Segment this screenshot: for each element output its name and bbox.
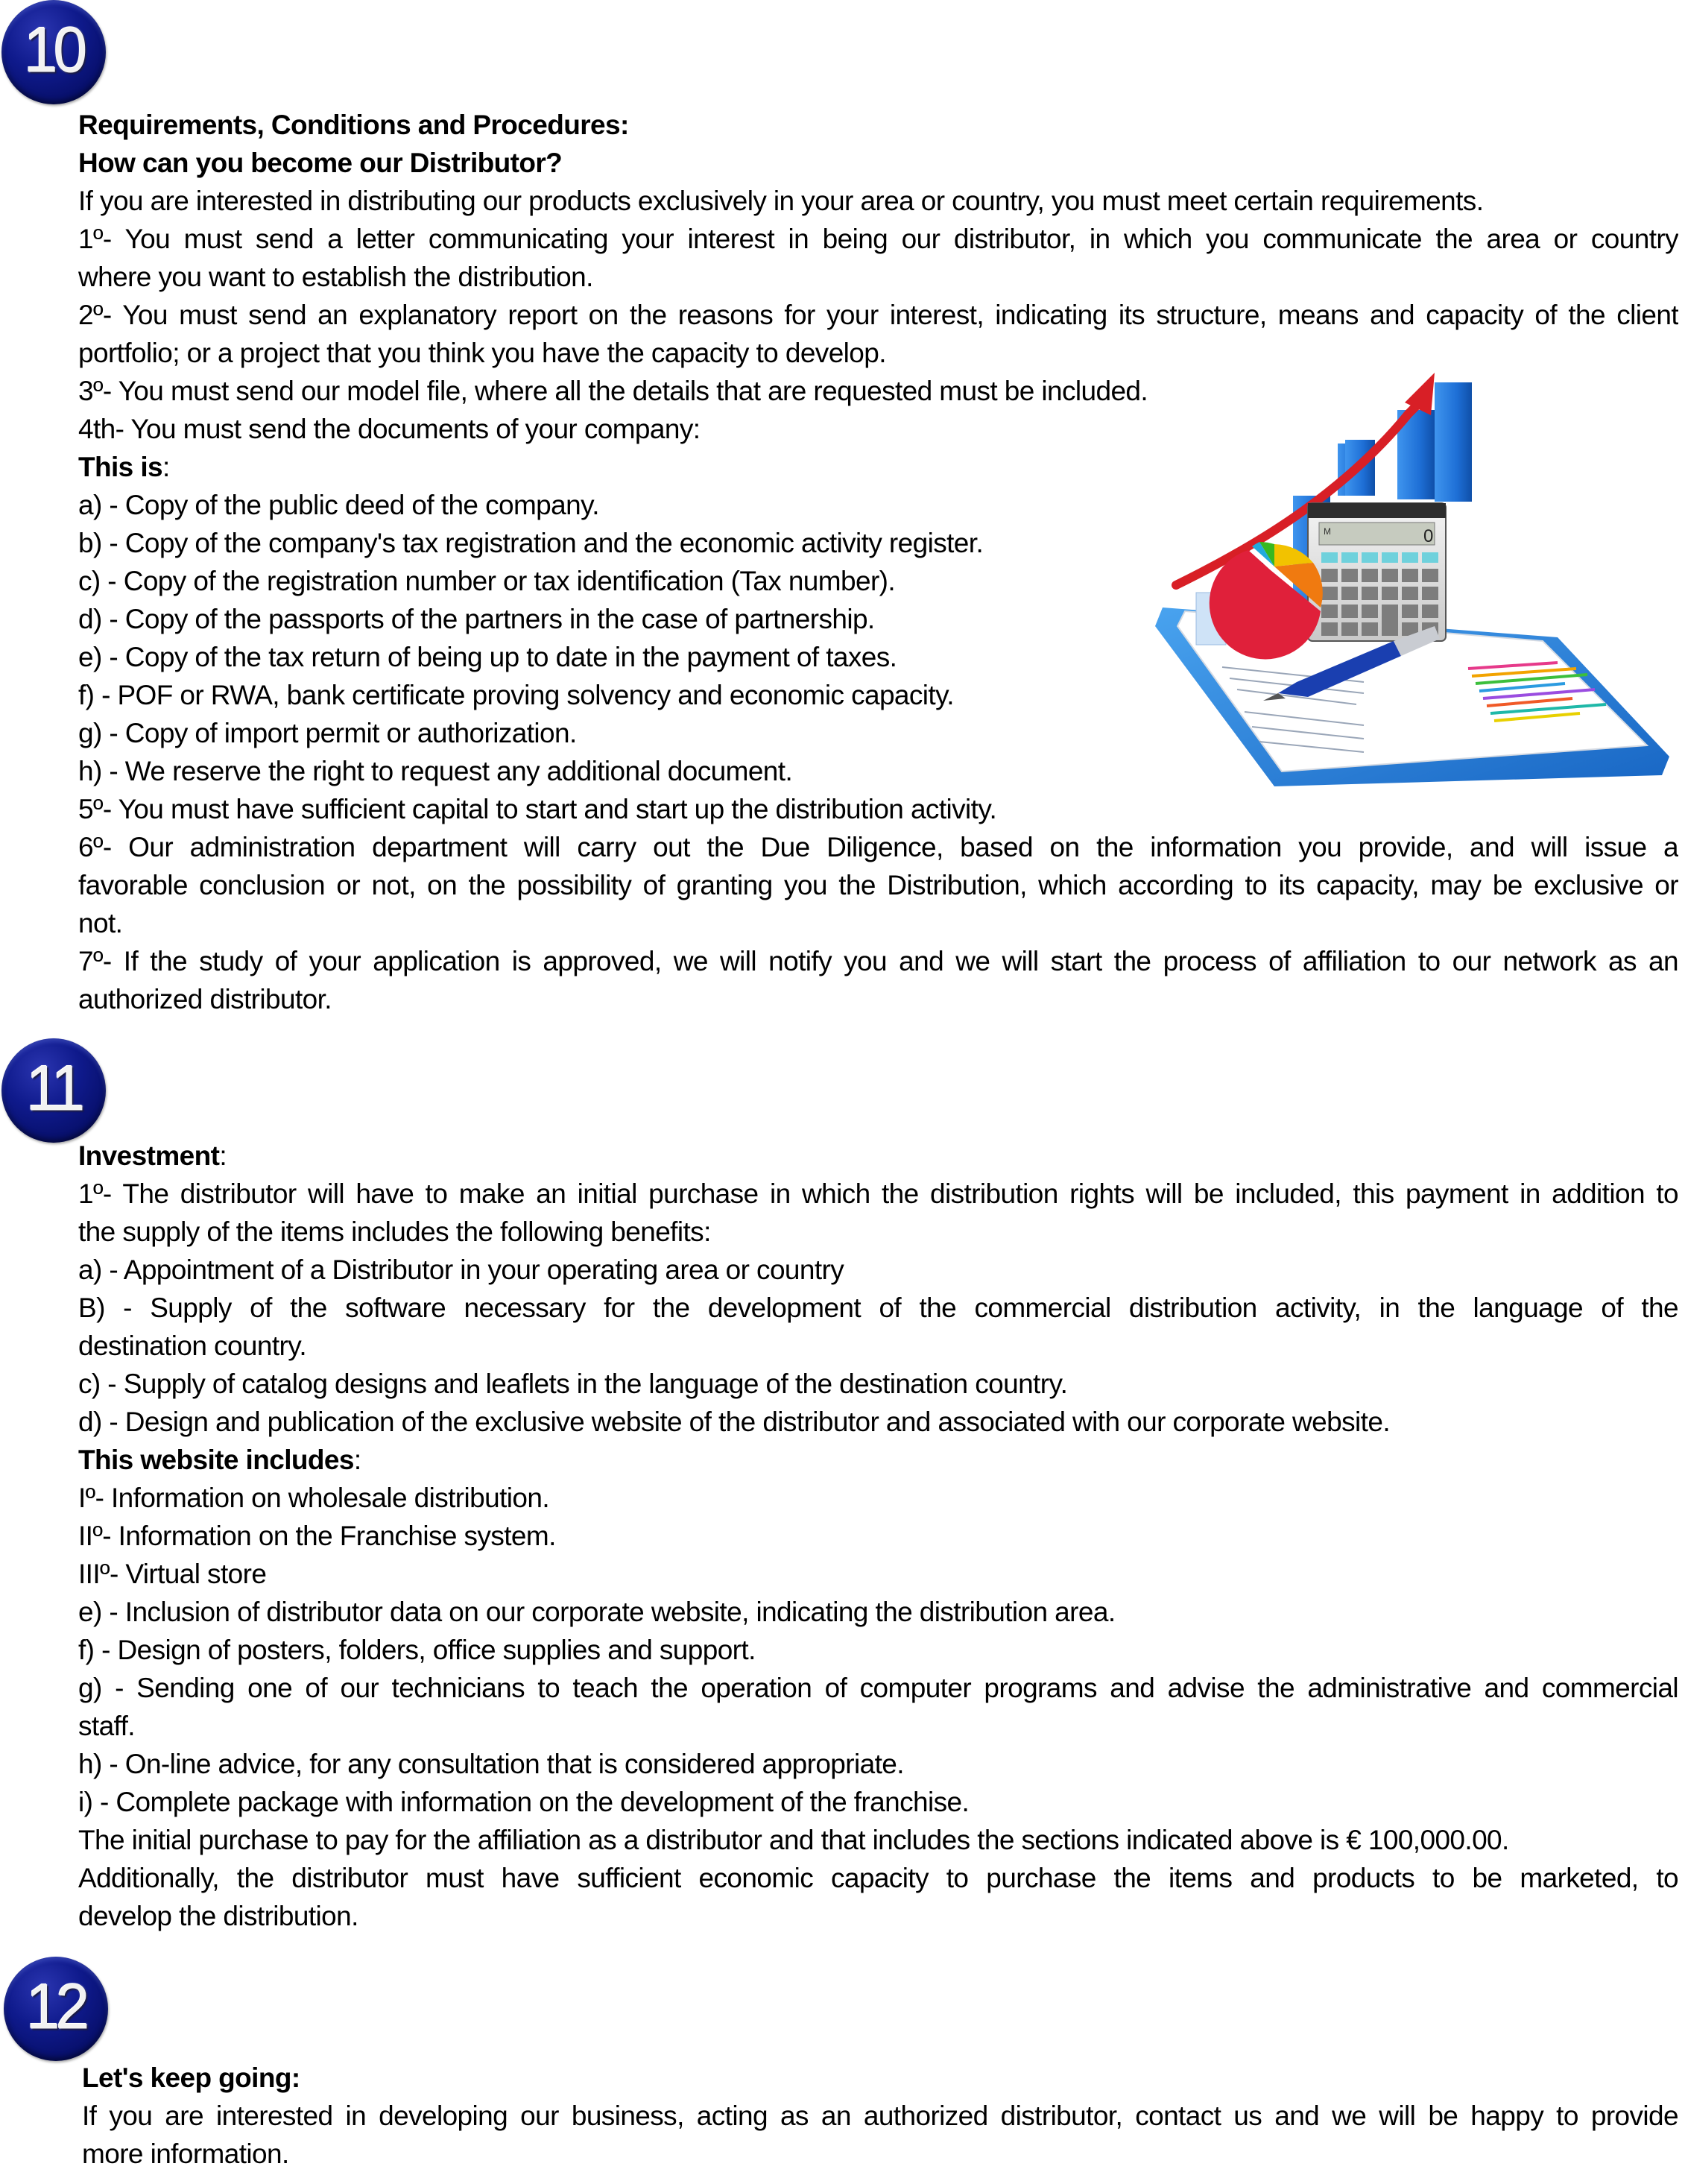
finance-chart-calculator-illustration: M 0 [1140, 369, 1681, 798]
text-line: g) - Sending one of our technicians to t… [78, 1673, 1678, 1703]
subheading-suffix: : [219, 1140, 227, 1171]
section-subheading: This is: [78, 448, 1678, 486]
text-line: where you want to establish the distribu… [78, 262, 593, 292]
text-line: authorized distributor. [78, 984, 332, 1014]
text-line: 1º- You must send a letter communicating… [78, 224, 1678, 254]
pen-icon [1263, 626, 1440, 701]
section-subheading: Investment: [78, 1137, 1678, 1175]
badge-number: 10 [24, 14, 87, 86]
svg-text:M: M [1324, 526, 1331, 537]
subheading-label: This website includes [78, 1445, 354, 1475]
text-line: 5º- You must have sufficient capital to … [78, 794, 997, 824]
text-line: develop the distribution. [78, 1901, 358, 1931]
text-line: staff. [78, 1711, 136, 1741]
badge-number: 12 [26, 1971, 89, 2043]
text-line: IIIº- Virtual store [78, 1559, 267, 1589]
text-line: f) - Design of posters, folders, office … [78, 1635, 756, 1665]
text-line: more information. [82, 2139, 289, 2169]
text-line: Additionally, the distributor must have … [78, 1863, 1678, 1893]
section-heading: Let's keep going: [82, 2063, 300, 2093]
subheading-suffix: : [162, 452, 170, 482]
section-lets-keep-going: Let's keep going: If you are interested i… [82, 2059, 1678, 2173]
text-line: e) - Copy of the tax return of being up … [78, 642, 897, 672]
text-line: If you are interested in developing our … [82, 2101, 1678, 2131]
section-heading: Requirements, Conditions and Procedures: [78, 110, 629, 140]
text-line: c) - Copy of the registration number or … [78, 566, 896, 596]
pie-chart-icon [1209, 542, 1323, 660]
text-line: i) - Complete package with information o… [78, 1787, 970, 1817]
text-line: e) - Inclusion of distributor data on ou… [78, 1597, 1116, 1627]
subheading-label: Investment [78, 1140, 220, 1171]
text-line: the supply of the items includes the fol… [78, 1216, 711, 1247]
text-line: destination country. [78, 1331, 307, 1361]
svg-text:0: 0 [1423, 526, 1433, 546]
text-line: B) - Supply of the software necessary fo… [78, 1293, 1678, 1323]
text-line: portfolio; or a project that you think y… [78, 338, 887, 368]
text-line: h) - On-line advice, for any consultatio… [78, 1749, 905, 1779]
text-line: h) - We reserve the right to request any… [78, 756, 793, 786]
text-line: Iº- Information on wholesale distributio… [78, 1483, 550, 1513]
section-number-badge-10: 10 [1, 0, 106, 104]
calculator-icon: M 0 [1307, 502, 1447, 642]
text-line: a) - Copy of the public deed of the comp… [78, 490, 600, 520]
text-line: d) - Copy of the passports of the partne… [78, 604, 875, 634]
section-subheading: This website includes: [78, 1441, 1678, 1479]
text-line: b) - Copy of the company's tax registrat… [78, 528, 984, 558]
section-number-badge-12: 12 [4, 1957, 108, 2061]
text-line: 6º- Our administration department will c… [78, 832, 1678, 862]
text-line: not. [78, 908, 123, 938]
text-line: favorable conclusion or not, on the poss… [78, 870, 1678, 900]
text-line: 3º- You must send our model file, where … [78, 376, 1148, 406]
text-line: 2º- You must send an explanatory report … [78, 300, 1678, 330]
text-line: 7º- If the study of your application is … [78, 946, 1678, 976]
subheading-label: This is [78, 452, 163, 482]
text-line: g) - Copy of import permit or authorizat… [78, 718, 577, 748]
text-line: a) - Appointment of a Distributor in you… [78, 1254, 844, 1285]
text-line: f) - POF or RWA, bank certificate provin… [78, 680, 955, 710]
section-investment: Investment:1º- The distributor will have… [78, 1137, 1678, 1935]
section-number-badge-11: 11 [1, 1038, 106, 1143]
text-line: If you are interested in distributing ou… [78, 186, 1484, 216]
text-line: d) - Design and publication of the exclu… [78, 1407, 1391, 1437]
subheading-suffix: : [353, 1445, 361, 1475]
text-line: c) - Supply of catalog designs and leafl… [78, 1369, 1068, 1399]
badge-number: 11 [26, 1052, 85, 1125]
section-requirements: Requirements, Conditions and Procedures:… [78, 106, 1678, 1018]
text-line: The initial purchase to pay for the affi… [78, 1825, 1509, 1855]
text-line: 1º- The distributor will have to make an… [78, 1178, 1678, 1209]
growth-arrow-icon [1172, 373, 1435, 590]
text-line: 4th- You must send the documents of your… [78, 414, 701, 444]
section-heading: How can you become our Distributor? [78, 148, 563, 178]
text-line: IIº- Information on the Franchise system… [78, 1521, 556, 1551]
